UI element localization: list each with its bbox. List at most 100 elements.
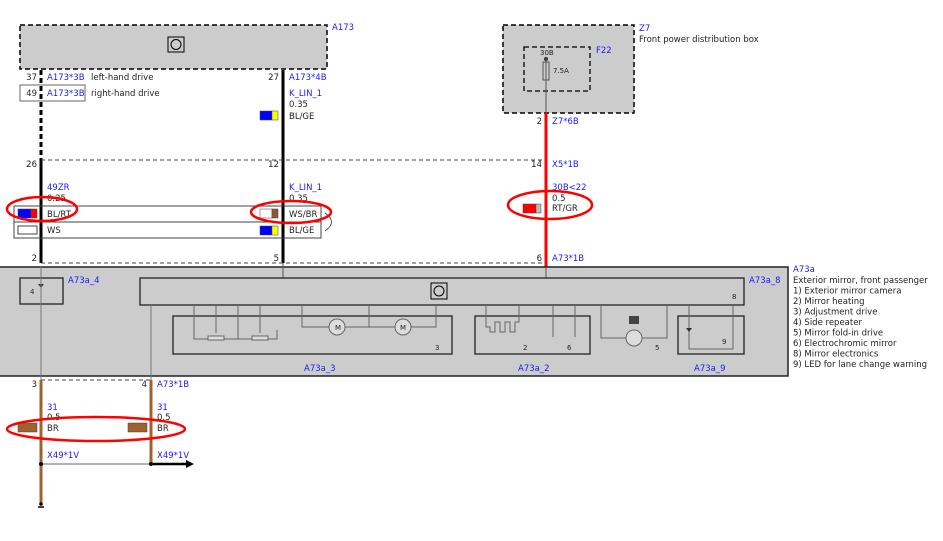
wire-name[interactable]: 31 xyxy=(47,403,58,413)
splice-x49-left[interactable]: X49*1V xyxy=(47,451,79,461)
color-swatch-rt-gr xyxy=(522,203,542,214)
connector-a173-3b[interactable]: A173*3B xyxy=(47,73,85,83)
fuse-terminal: 30B xyxy=(540,49,554,57)
component-legend: 1) Exterior mirror camera 2) Mirror heat… xyxy=(793,287,927,371)
sub-number: 5 xyxy=(655,344,659,352)
pin-26: 26 xyxy=(26,160,37,170)
legend-item: 5) Mirror fold-in drive xyxy=(793,329,883,339)
switch-icon xyxy=(629,316,639,324)
pin-27: 27 xyxy=(268,73,279,83)
z7-description: Front power distribution box xyxy=(639,35,759,45)
fuse-label[interactable]: F22 xyxy=(596,46,612,56)
legend-item: 8) Mirror electronics xyxy=(793,350,879,360)
sub-number: 4 xyxy=(30,288,35,296)
z7-label[interactable]: Z7 xyxy=(639,24,650,34)
adjustment-drive-circuit xyxy=(193,305,437,341)
color-swatch-br xyxy=(127,422,148,433)
rhd-box xyxy=(19,84,86,102)
control-unit-icon xyxy=(430,282,448,300)
pin-12: 12 xyxy=(268,160,279,170)
connector-a73-1b[interactable]: A73*1B xyxy=(552,254,584,264)
color-swatch-bl-ge xyxy=(259,225,279,236)
splice-dot xyxy=(39,462,43,466)
pin-2: 2 xyxy=(537,117,542,127)
a73a-9-label[interactable]: A73a_9 xyxy=(694,364,726,374)
fuse-rating: 7.5A xyxy=(553,67,569,75)
legend-item: 9) LED for lane change warning xyxy=(793,360,927,370)
legend-item: 3) Adjustment drive xyxy=(793,308,877,318)
connector-a73-1b[interactable]: A73*1B xyxy=(157,380,189,390)
rhd-note: right-hand drive xyxy=(91,89,160,99)
wire-size: 0.5 xyxy=(157,413,171,423)
color-swatch-br xyxy=(17,422,38,433)
wire-color: RT/GR xyxy=(552,204,578,214)
wire-color: BL/GE xyxy=(289,226,314,236)
wire-size: 0.35 xyxy=(289,194,308,204)
wire-name[interactable]: K_LIN_1 xyxy=(289,89,322,99)
pin-49: 49 xyxy=(26,89,37,99)
fuse-f22-box[interactable] xyxy=(523,46,591,92)
heating-element-icon xyxy=(485,305,576,337)
splice-dot xyxy=(149,462,153,466)
legend-item: 2) Mirror heating xyxy=(793,297,864,307)
sub-number: 3 xyxy=(435,344,439,352)
a73a-3-box[interactable] xyxy=(172,315,453,355)
sub-number: 6 xyxy=(567,344,572,352)
color-swatch-ws-br xyxy=(259,208,279,219)
splice-x49-right[interactable]: X49*1V xyxy=(157,451,189,461)
z7-module[interactable] xyxy=(502,24,635,114)
a73a-label[interactable]: A73a xyxy=(793,265,815,275)
sub-number: 9 xyxy=(722,338,726,346)
color-swatch-ws xyxy=(17,225,38,235)
highlight-ellipse xyxy=(5,195,79,223)
wire-name[interactable]: K_LIN_1 xyxy=(289,183,322,193)
a173-label[interactable]: A173 xyxy=(332,23,354,33)
a73a-8-label[interactable]: A73a_8 xyxy=(749,276,781,286)
highlight-ellipse xyxy=(249,199,333,225)
color-swatch-bl-ge xyxy=(259,110,279,121)
motor-icon: M xyxy=(335,324,341,332)
wire-name[interactable]: 31 xyxy=(157,403,168,413)
connector-a173-4b[interactable]: A173*4B xyxy=(289,73,327,83)
a73a-2-box[interactable] xyxy=(474,315,591,355)
wire-size: 0.35 xyxy=(289,100,308,110)
a73a-module[interactable] xyxy=(0,266,789,377)
wire-name[interactable]: 49ZR xyxy=(47,183,70,193)
a73a-4-label[interactable]: A73a_4 xyxy=(68,276,100,286)
led-circuit xyxy=(688,305,734,350)
motor-icon xyxy=(625,329,643,347)
a73a-title: Exterior mirror, front passenger xyxy=(793,276,928,286)
wire-color: WS xyxy=(47,226,61,236)
a73a-3-label[interactable]: A73a_3 xyxy=(304,364,336,374)
highlight-ellipse xyxy=(506,189,594,221)
pin-14: 14 xyxy=(531,160,542,170)
wire-size: 0.5 xyxy=(552,194,566,204)
option-arrow xyxy=(324,212,332,232)
wire-name[interactable]: 30B<22 xyxy=(552,183,587,193)
pin-5: 5 xyxy=(274,254,279,264)
led-icon xyxy=(686,328,692,332)
connector-z7-6b[interactable]: Z7*6B xyxy=(552,117,579,127)
continuation-arrow-icon[interactable] xyxy=(153,460,194,468)
a73a-8-box[interactable] xyxy=(139,277,745,306)
lhd-note: left-hand drive xyxy=(91,73,153,83)
wire-color: BR xyxy=(47,424,59,434)
sub-number: 8 xyxy=(732,293,736,301)
color-swatch-bl-rt xyxy=(17,208,38,219)
pin-37: 37 xyxy=(26,73,37,83)
wire-option-row xyxy=(13,221,322,239)
legend-item: 6) Electrochromic mirror xyxy=(793,339,897,349)
highlight-ellipse xyxy=(5,415,187,443)
a73a-9-box[interactable] xyxy=(677,315,745,355)
a73a-2-label[interactable]: A73a_2 xyxy=(518,364,550,374)
pin-3: 3 xyxy=(32,380,37,390)
wire-color: BR xyxy=(157,424,169,434)
connector-x5-1b[interactable]: X5*1B xyxy=(552,160,579,170)
control-unit-icon xyxy=(167,36,185,53)
pin-4: 4 xyxy=(142,380,147,390)
connector-a173-3b-rhd[interactable]: A173*3B xyxy=(47,89,85,99)
pin-6: 6 xyxy=(537,254,542,264)
ground-icon xyxy=(38,502,44,508)
wire-color: BL/GE xyxy=(289,112,314,122)
